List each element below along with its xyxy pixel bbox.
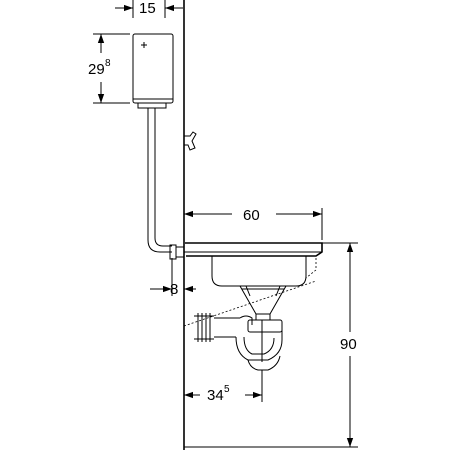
basin <box>184 242 323 315</box>
dim-cistern-height: 29 8 <box>88 33 130 104</box>
wall-bracket <box>184 131 197 151</box>
cistern <box>132 33 174 253</box>
dim-basin-width: 60 <box>184 207 323 240</box>
dim-cistern-height-sup: 8 <box>105 58 111 69</box>
inlet-connector <box>169 244 185 260</box>
dim-cistern-height-label: 29 <box>88 61 105 78</box>
dim-trap-offset-label: 34 <box>207 387 224 404</box>
dim-cistern-width: 15 <box>115 0 183 18</box>
dim-pipe-offset-label: 8 <box>170 281 178 298</box>
dim-basin-width-label: 60 <box>243 207 260 224</box>
siphon-trap <box>183 280 317 371</box>
flush-button-icon <box>141 42 147 48</box>
dim-cistern-width-label: 15 <box>139 0 156 17</box>
dim-trap-offset: 34 5 <box>184 370 263 404</box>
dim-trap-offset-sup: 5 <box>224 384 230 395</box>
dim-total-height: 90 <box>184 242 358 448</box>
dim-total-height-label: 90 <box>340 336 357 353</box>
dim-pipe-offset: 8 <box>150 258 196 298</box>
